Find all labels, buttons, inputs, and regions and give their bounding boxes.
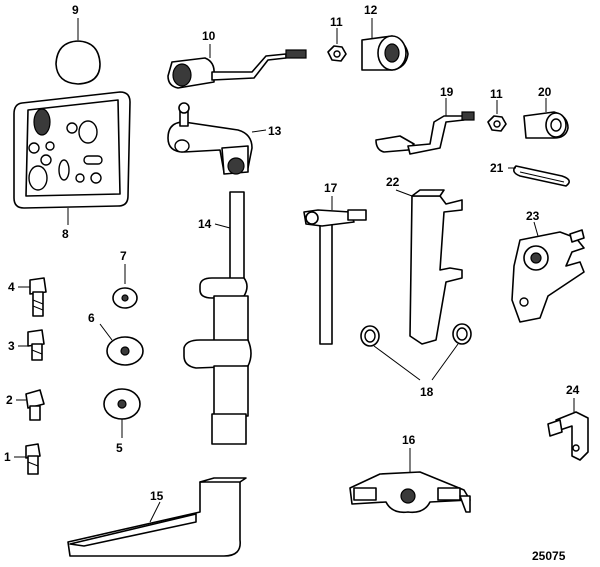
callout-4: 4 [8,280,15,294]
callout-22: 22 [386,175,400,189]
part-16-plate: 16 [349,433,471,514]
part-1-screw: 1 [4,443,41,475]
part-21-pin: 21 [490,161,570,187]
part-11-nut-top: 11 [327,15,347,62]
callout-24: 24 [566,383,580,397]
callout-9: 9 [72,3,79,17]
callout-7: 7 [120,249,127,263]
callout-21: 21 [490,161,504,175]
part-24-bracket: 24 [547,383,589,461]
part-20-connector: 20 [523,85,569,139]
part-15-bracket: 15 [67,477,247,557]
callout-23: 23 [526,209,540,223]
part-3-screw: 3 [8,329,45,361]
callout-16: 16 [402,433,416,447]
part-14-shaft: 14 [183,191,252,445]
callout-15: 15 [150,489,164,503]
part-8-plate: 8 [13,91,131,241]
callout-2: 2 [6,393,13,407]
callout-14: 14 [198,217,212,231]
part-5-washer: 5 [103,388,141,455]
callout-17: 17 [324,181,338,195]
callout-18: 18 [420,385,434,399]
part-12-connector: 12 [361,3,409,71]
part-6-washer: 6 [88,311,144,366]
part-4-screw: 4 [8,277,47,317]
part-19-link: 19 [375,85,475,155]
figure-id: 25075 [532,549,566,563]
part-23-cam: 23 [511,209,585,323]
part-7-washer: 7 [112,249,138,309]
callout-11-top: 11 [330,15,343,29]
callout-10: 10 [202,29,216,43]
callout-11-right: 11 [490,87,503,101]
part-17-rod: 17 [303,181,367,345]
part-22-linkage: 22 [386,175,463,345]
callout-3: 3 [8,339,15,353]
callout-19: 19 [440,85,454,99]
callout-1: 1 [4,450,11,464]
part-2-screw: 2 [6,389,45,421]
callout-20: 20 [538,85,552,99]
part-9-plug: 9 [55,3,101,85]
callout-13: 13 [268,124,282,138]
callout-6: 6 [88,311,95,325]
callout-8: 8 [62,227,69,241]
callout-12: 12 [364,3,378,17]
part-18-rings: 18 [360,323,472,399]
part-10-arm: 10 [167,29,307,89]
part-11-nut-right: 11 [487,87,507,132]
callout-5: 5 [116,441,123,455]
part-13-lever: 13 [167,102,282,175]
